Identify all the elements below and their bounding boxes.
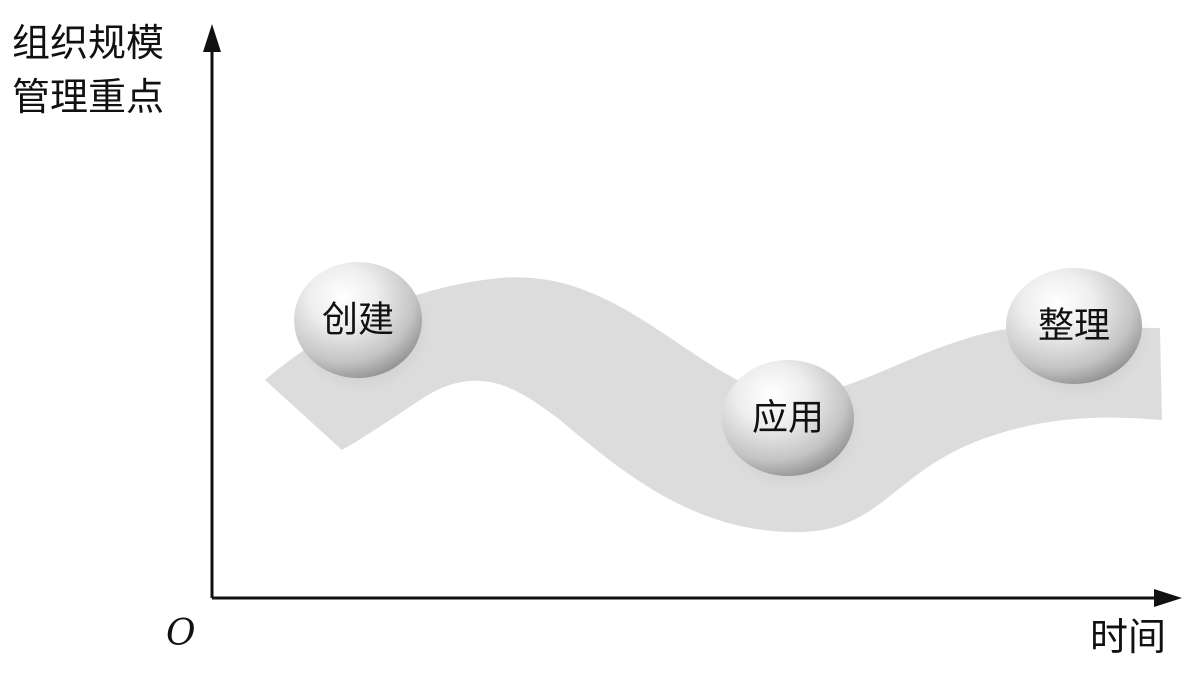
y-axis-label-line1: 组织规模 [12, 21, 165, 65]
stage-label-create: 创建 [322, 300, 394, 341]
x-axis-label: 时间 [1090, 615, 1167, 659]
stage-label-organize: 整理 [1038, 306, 1110, 347]
stage-label-apply: 应用 [752, 398, 824, 439]
growth-band [265, 277, 1162, 533]
origin-label: O [166, 613, 196, 654]
y-axis-label-line2: 管理重点 [12, 75, 165, 119]
y-axis-arrow [203, 24, 221, 52]
x-axis-arrow [1154, 589, 1182, 607]
stage-node-create: 创建 [294, 262, 430, 392]
stage-node-apply: 应用 [722, 360, 862, 490]
stage-node-organize: 整理 [1006, 268, 1150, 398]
